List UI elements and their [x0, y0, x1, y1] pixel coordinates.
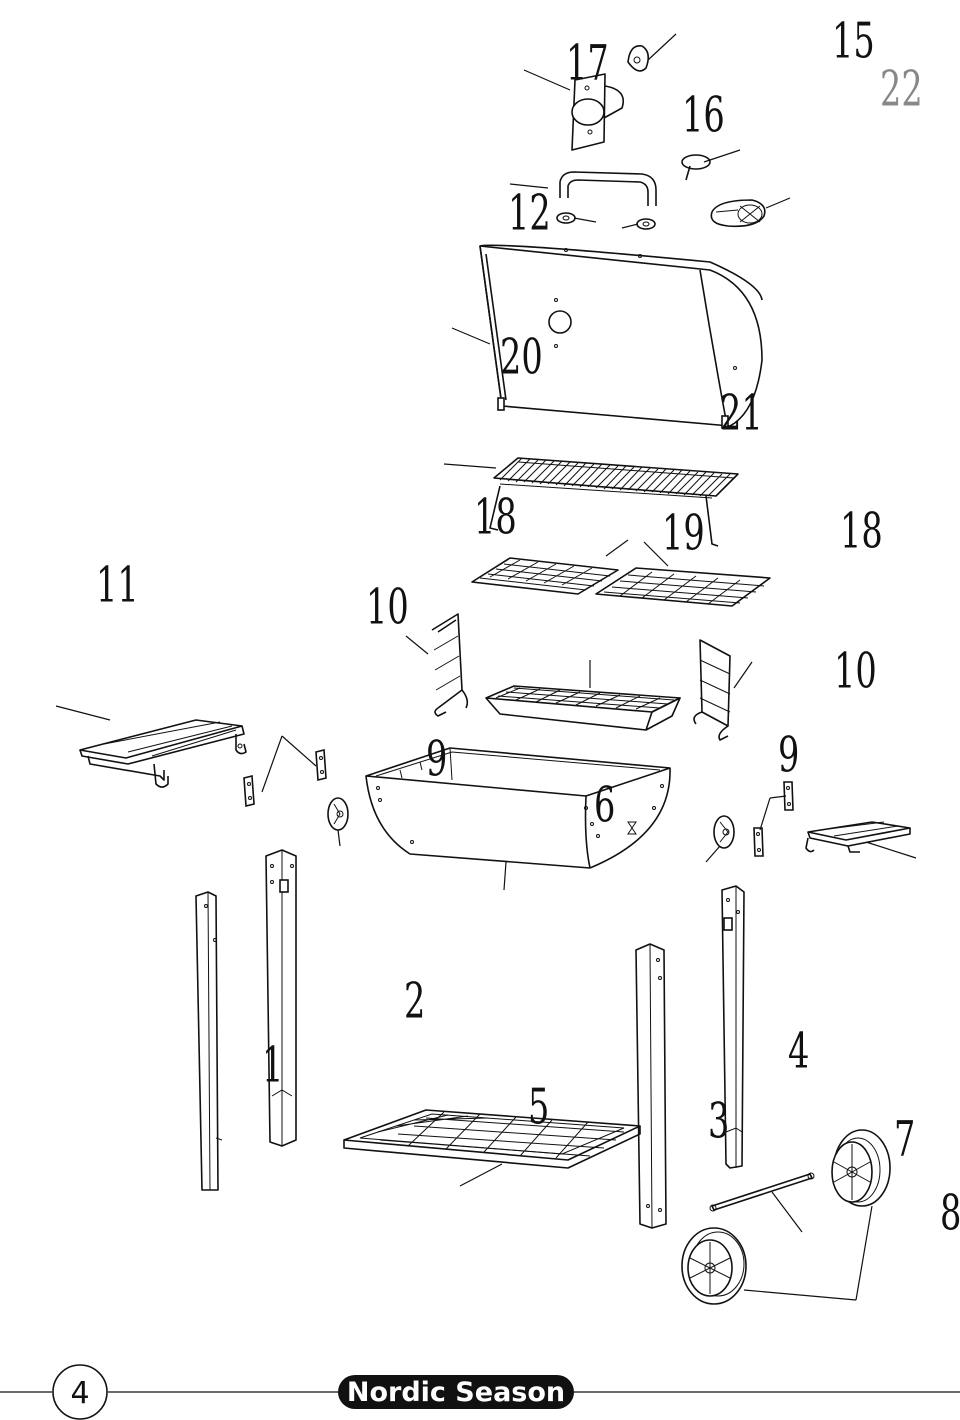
part-3-leg — [635, 943, 667, 1229]
part-11-left-shelf — [79, 719, 247, 788]
page-number: 4 — [70, 1376, 89, 1411]
part-10-brackets-right — [753, 781, 794, 857]
label-9-left: 9 — [426, 730, 447, 787]
brand-badge — [338, 1375, 574, 1409]
label-21: 21 — [720, 384, 763, 441]
part-labels: 1 2 3 4 5 6 7 8 9 9 10 10 11 11 12 13 14… — [96, 12, 960, 1241]
label-20: 20 — [500, 328, 543, 385]
part-9-left-vent — [327, 797, 349, 831]
label-18-left: 18 — [474, 488, 517, 545]
label-1: 1 — [262, 1036, 283, 1093]
label-22: 22 — [880, 60, 923, 117]
part-20-warming-rack — [489, 457, 739, 547]
label-9-right: 9 — [778, 726, 799, 783]
label-11-left: 11 — [96, 556, 139, 613]
label-17: 17 — [566, 34, 609, 91]
brand-name: Nordic Season — [347, 1377, 565, 1408]
label-4: 4 — [788, 1022, 809, 1079]
part-5-bottom-shelf — [343, 1109, 641, 1169]
label-16: 16 — [682, 86, 725, 143]
label-15: 15 — [832, 12, 875, 69]
part-9-right-vent — [713, 815, 735, 849]
part-22-badge — [710, 199, 766, 228]
label-10-right: 10 — [834, 642, 877, 699]
part-8-wheel-right — [831, 1129, 891, 1207]
part-18-left-support — [431, 613, 469, 717]
part-4-leg — [721, 885, 745, 1169]
part-11-right-shelf — [805, 821, 911, 853]
part-16-handle-spacers — [556, 212, 656, 230]
label-2: 2 — [404, 972, 425, 1029]
part-14-damper-cap — [627, 45, 650, 72]
part-13-chimney — [571, 73, 624, 151]
part-17-lid-handle — [559, 171, 657, 206]
label-8: 8 — [940, 1184, 960, 1241]
label-5: 5 — [528, 1078, 549, 1135]
part-21-cooking-grates — [471, 557, 771, 607]
page-number-circle — [52, 1364, 108, 1420]
part-15-thermometer — [681, 154, 711, 181]
part-12-lid — [479, 244, 763, 429]
leader-lines — [55, 33, 917, 1301]
label-3: 3 — [708, 1092, 729, 1149]
part-6-firebox — [365, 747, 671, 869]
label-6: 6 — [594, 776, 615, 833]
part-1-leg — [195, 891, 223, 1191]
label-19: 19 — [662, 504, 705, 561]
label-10-left: 10 — [366, 578, 409, 635]
part-8-wheel-left — [681, 1227, 747, 1305]
label-12: 12 — [508, 184, 551, 241]
part-10-brackets-left — [243, 748, 327, 808]
label-18-right: 18 — [840, 502, 883, 559]
footer: 4 Nordic Season — [0, 1364, 960, 1420]
part-2-leg — [265, 849, 297, 1147]
part-7-axle — [709, 1172, 815, 1212]
label-7: 7 — [894, 1110, 915, 1167]
part-19-charcoal-pan — [485, 685, 681, 731]
part-18-right-support — [693, 639, 731, 741]
